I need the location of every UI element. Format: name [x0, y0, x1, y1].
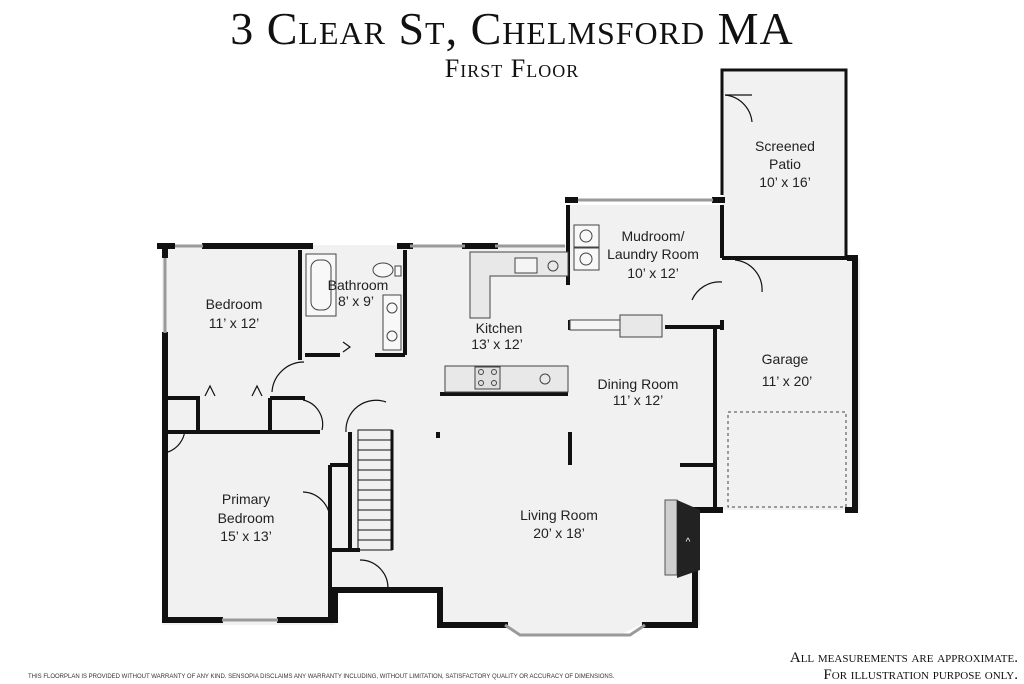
- garage-label: Garage: [762, 351, 809, 367]
- room-labels: Screened Patio 10’ x 16’ Mudroom/ Laundr…: [206, 138, 815, 544]
- patio-label: Screened: [755, 138, 815, 154]
- floor-fill: [162, 72, 860, 635]
- screened-patio: [720, 68, 848, 258]
- bedroom-label: Bedroom: [206, 296, 263, 312]
- primary-bedroom-label-2: Bedroom: [218, 510, 275, 526]
- mudroom-label-2: Laundry Room: [607, 246, 699, 262]
- mudroom-label: Mudroom/: [621, 228, 684, 244]
- staircase: [357, 429, 394, 551]
- fireplace: ^: [664, 499, 700, 578]
- kitchen-label: Kitchen: [476, 320, 523, 336]
- living-room-size: 20’ x 18’: [533, 525, 585, 541]
- laundry-appliances: [573, 224, 600, 271]
- patio-door: [724, 94, 753, 123]
- bathroom-label: Bathroom: [328, 277, 389, 293]
- kitchen-size: 13’ x 12’: [471, 336, 523, 352]
- measurement-note-line-2: For illustration purpose only.: [823, 667, 1018, 683]
- door-swings: [167, 259, 763, 589]
- patio-size: 10’ x 16’: [759, 174, 811, 190]
- primary-bedroom-size: 15’ x 13’: [220, 528, 272, 544]
- patio-label-2: Patio: [769, 156, 801, 172]
- disclaimer-text: THIS FLOORPLAN IS PROVIDED WITHOUT WARRA…: [28, 674, 615, 680]
- primary-bedroom-label: Primary: [222, 491, 270, 507]
- dining-room-label: Dining Room: [598, 376, 679, 392]
- measurement-note-line-1: All measurements are approximate.: [789, 650, 1018, 666]
- bathroom-size: 8’ x 9’: [338, 293, 374, 309]
- page-title: 3 Clear St, Chelmsford MA: [230, 3, 794, 54]
- bedroom-size: 11’ x 12’: [209, 315, 260, 331]
- bathroom-fixtures: [305, 253, 402, 351]
- mudroom-size: 10’ x 12’: [627, 265, 679, 281]
- dining-room-size: 11’ x 12’: [613, 392, 664, 408]
- living-room-label: Living Room: [520, 507, 598, 523]
- floor-subtitle: First Floor: [444, 54, 580, 83]
- kitchen-counters: [444, 251, 663, 393]
- measurement-note: All measurements are approximate. For il…: [790, 650, 1018, 684]
- garage-door-outline: [727, 411, 847, 508]
- svg-text:^: ^: [686, 537, 691, 548]
- garage-size: 11’ x 20’: [762, 373, 813, 389]
- windows: [163, 198, 713, 637]
